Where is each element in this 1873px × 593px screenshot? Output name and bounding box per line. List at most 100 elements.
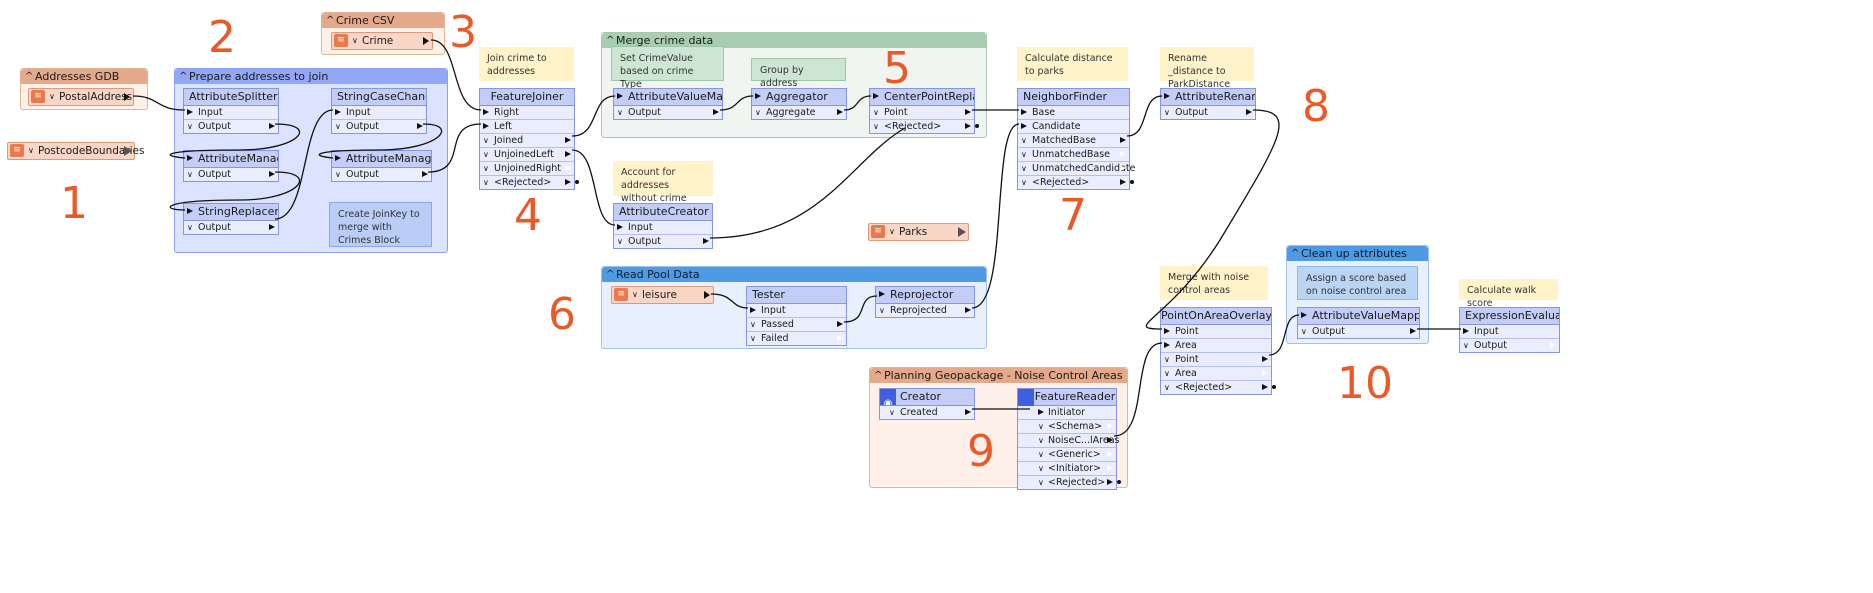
collapse-caret-icon[interactable]: ^: [25, 71, 34, 82]
bookmark-header[interactable]: ^Planning Geopackage - Noise Control Are…: [870, 368, 1127, 383]
output-port[interactable]: ∨NoiseC...lAreas: [1018, 434, 1120, 448]
output-port[interactable]: ∨Output: [332, 168, 431, 181]
chevron-down-icon[interactable]: ∨: [1164, 369, 1170, 378]
annotation-merge-noise[interactable]: Merge with noise control areas: [1160, 266, 1268, 300]
output-port[interactable]: ∨Output: [1460, 339, 1559, 352]
chevron-down-icon[interactable]: ∨: [1021, 178, 1027, 187]
output-port-icon[interactable]: [1107, 437, 1113, 443]
transformer-creator[interactable]: ◉Creator ∨Created: [879, 388, 975, 420]
chevron-down-icon[interactable]: ∨: [1021, 136, 1027, 145]
output-port[interactable]: ∨<Rejected>: [1018, 476, 1121, 489]
chevron-down-icon[interactable]: ∨: [483, 164, 489, 173]
input-port[interactable]: Area: [1161, 339, 1271, 353]
input-port-icon[interactable]: [750, 307, 756, 313]
output-port-icon[interactable]: [124, 93, 130, 101]
annotation-crimevalue[interactable]: Set CrimeValue based on crime Type: [611, 46, 724, 90]
output-port-icon[interactable]: [565, 179, 571, 185]
input-port-icon[interactable]: [1021, 109, 1027, 115]
unconnected-port-icon[interactable]: [1549, 340, 1557, 349]
chevron-down-icon[interactable]: ∨: [187, 223, 193, 232]
output-port[interactable]: ∨Point: [1161, 353, 1271, 367]
output-port[interactable]: ∨Output: [1298, 325, 1419, 338]
unconnected-port-icon[interactable]: [124, 146, 132, 156]
output-port-icon[interactable]: [965, 109, 971, 115]
chevron-down-icon[interactable]: ∨: [483, 150, 489, 159]
output-port[interactable]: ∨<Rejected>: [480, 176, 579, 189]
chevron-down-icon[interactable]: ∨: [1038, 422, 1044, 431]
chevron-down-icon[interactable]: ∨: [879, 306, 885, 315]
chevron-down-icon[interactable]: ∨: [1164, 108, 1170, 117]
chevron-down-icon[interactable]: ∨: [632, 290, 638, 299]
input-port-icon[interactable]: [1164, 342, 1170, 348]
transformer-attribute-renamer[interactable]: AttributeRenamer ∨Output: [1160, 88, 1256, 120]
output-port[interactable]: ∨Output: [332, 120, 426, 133]
bookmark-header[interactable]: ^Merge crime data: [602, 33, 986, 48]
output-port[interactable]: ∨Aggregate: [752, 106, 846, 119]
transformer-attribute-value-mapper[interactable]: AttributeValueMapper ∨Output: [613, 88, 723, 120]
input-port-icon[interactable]: [335, 155, 341, 161]
unconnected-port-icon[interactable]: [958, 227, 966, 237]
input-port-icon[interactable]: [335, 109, 341, 115]
transformer-string-replacer[interactable]: StringReplacer ∨Output: [183, 203, 279, 235]
input-port-icon[interactable]: [187, 109, 193, 115]
bookmark-header[interactable]: ^Crime CSV: [322, 13, 444, 28]
bookmark-header[interactable]: ^Prepare addresses to join: [175, 69, 447, 84]
output-port[interactable]: ∨UnmatchedBase: [1018, 148, 1129, 162]
collapse-caret-icon[interactable]: ^: [1291, 248, 1300, 259]
output-port-icon[interactable]: [269, 171, 275, 177]
input-port-icon[interactable]: [1164, 328, 1170, 334]
output-port-icon[interactable]: [1120, 137, 1126, 143]
unconnected-port-icon[interactable]: [1106, 463, 1114, 472]
annotation-score[interactable]: Assign a score based on noise control ar…: [1297, 266, 1418, 300]
input-port-icon[interactable]: [1463, 328, 1469, 334]
unconnected-port-icon[interactable]: [836, 333, 844, 342]
input-port-icon[interactable]: [1021, 123, 1027, 129]
chevron-down-icon[interactable]: ∨: [617, 108, 623, 117]
chevron-down-icon[interactable]: ∨: [1463, 341, 1469, 350]
output-port[interactable]: ∨Output: [184, 221, 278, 234]
unconnected-port-icon[interactable]: [1106, 421, 1114, 430]
output-port-icon[interactable]: [965, 123, 971, 129]
output-port[interactable]: ∨<Generic>: [1018, 448, 1116, 462]
transformer-attribute-splitter[interactable]: AttributeSplitter Input ∨Output: [183, 88, 279, 134]
output-port-icon[interactable]: [565, 151, 571, 157]
input-port[interactable]: Initiator: [1018, 406, 1116, 420]
input-port[interactable]: Left: [480, 120, 574, 134]
output-port[interactable]: ∨Joined: [480, 134, 574, 148]
annotation-join-crime[interactable]: Join crime to addresses: [479, 47, 574, 81]
chevron-down-icon[interactable]: ∨: [617, 237, 623, 246]
input-port-icon[interactable]: [1164, 93, 1170, 99]
chevron-down-icon[interactable]: ∨: [1038, 478, 1044, 487]
transformer-attribute-manager-2[interactable]: AttributeManager_2 ∨Output: [331, 150, 432, 182]
output-port[interactable]: ∨UnmatchedCandidate: [1018, 162, 1135, 176]
chevron-down-icon[interactable]: ∨: [49, 92, 55, 101]
output-port-icon[interactable]: [565, 137, 571, 143]
output-port-icon[interactable]: [269, 123, 275, 129]
input-port-icon[interactable]: [617, 224, 623, 230]
chevron-down-icon[interactable]: ∨: [755, 108, 761, 117]
output-port[interactable]: ∨<Initiator>: [1018, 462, 1116, 476]
output-port[interactable]: ∨Output: [614, 235, 712, 248]
transformer-feature-reader[interactable]: ⛁ FeatureReader Initiator ∨<Schema> ∨Noi…: [1017, 388, 1121, 490]
output-port-icon[interactable]: [423, 37, 429, 45]
output-port-icon[interactable]: [269, 224, 275, 230]
collapse-caret-icon[interactable]: ^: [606, 269, 615, 280]
transformer-attribute-creator[interactable]: AttributeCreator Input ∨Output: [613, 203, 713, 249]
unconnected-port-icon[interactable]: [1119, 149, 1127, 158]
output-port[interactable]: ∨Output: [184, 120, 278, 133]
input-port-icon[interactable]: [755, 93, 761, 99]
chevron-down-icon[interactable]: ∨: [750, 320, 756, 329]
output-port-icon[interactable]: [704, 291, 710, 299]
output-port-icon[interactable]: [1107, 479, 1113, 485]
output-port-icon[interactable]: [1262, 356, 1268, 362]
unconnected-port-icon[interactable]: [1261, 368, 1269, 377]
output-port-icon[interactable]: [422, 171, 428, 177]
chevron-down-icon[interactable]: ∨: [187, 122, 193, 131]
output-port-icon[interactable]: [1246, 109, 1252, 115]
output-port[interactable]: ∨UnjoinedRight: [480, 162, 574, 176]
transformer-attribute-manager[interactable]: AttributeManager ∨Output: [183, 150, 279, 182]
chevron-down-icon[interactable]: ∨: [187, 170, 193, 179]
output-port[interactable]: ∨<Rejected>: [1161, 381, 1276, 394]
transformer-tester[interactable]: Tester Input ∨Passed ∨Failed: [746, 286, 847, 346]
output-port[interactable]: ∨Area: [1161, 367, 1271, 381]
